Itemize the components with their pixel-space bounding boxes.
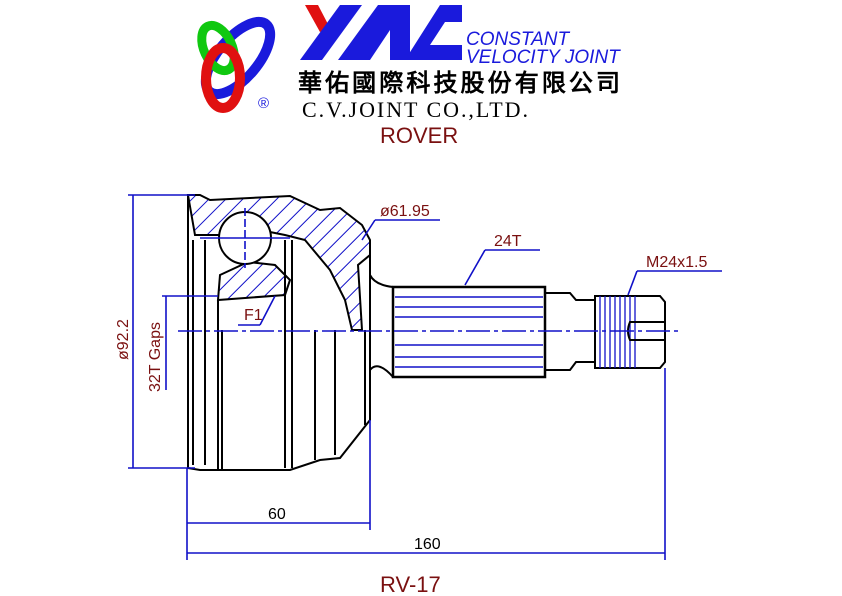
inner-race-section bbox=[216, 260, 292, 302]
company-logo-rings: ® bbox=[197, 16, 276, 113]
company-name-english: C.V.JOINT CO.,LTD. bbox=[302, 97, 528, 122]
outer-spline-shaft bbox=[391, 285, 596, 379]
thread-end bbox=[594, 295, 666, 369]
registered-mark: ® bbox=[258, 95, 269, 112]
tagline-line1: CONSTANT bbox=[466, 29, 570, 50]
dim-total-length: 160 bbox=[414, 536, 441, 553]
tagline-line2: VELOCITY JOINT bbox=[466, 47, 621, 68]
part-number: RV-17 bbox=[380, 572, 441, 596]
dim-inner-spline: 32T Gaps bbox=[147, 322, 164, 392]
abs-ring-label: F1 bbox=[244, 307, 263, 324]
dim-housing-length: 60 bbox=[268, 506, 286, 523]
vehicle-make: ROVER bbox=[380, 123, 458, 148]
dim-seal-diameter: ø61.95 bbox=[380, 203, 430, 220]
yac-logo bbox=[300, 5, 462, 60]
dim-outer-diameter: ø92.2 bbox=[115, 319, 132, 360]
dim-thread: M24x1.5 bbox=[646, 254, 707, 271]
company-name-chinese: 華佑國際科技股份有限公司 bbox=[298, 69, 620, 97]
housing-section bbox=[186, 194, 371, 331]
dimension-lines bbox=[128, 194, 722, 560]
dim-outer-spline: 24T bbox=[494, 233, 522, 250]
